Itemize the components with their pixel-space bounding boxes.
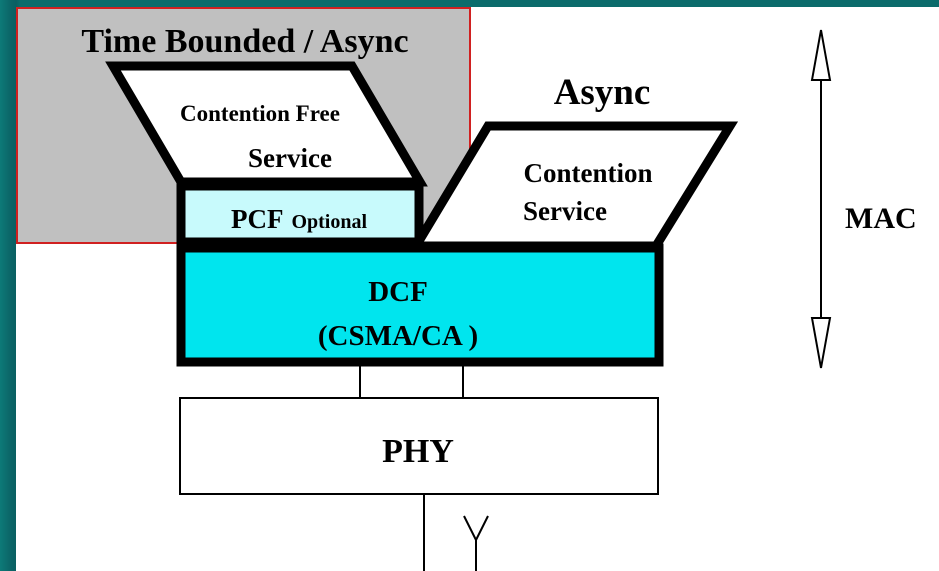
phy-label: PHY: [382, 433, 454, 470]
mac-arrow-up-icon: [810, 29, 832, 81]
contention-free-line2: Service: [248, 143, 332, 173]
dcf-line2: (CSMA/CA ): [318, 320, 478, 352]
pcf-label: PCF Optional: [231, 204, 368, 234]
region-title: Time Bounded / Async: [81, 23, 408, 60]
contention-line1: Contention: [523, 158, 652, 188]
contention-free-line1: Contention Free: [180, 101, 340, 126]
mac-label: MAC: [845, 202, 917, 235]
pcf-box: [176, 181, 424, 247]
antenna-icon: [463, 515, 489, 543]
phy-box: [179, 397, 659, 495]
dcf-box: [176, 243, 664, 367]
pcf-main: PCF: [231, 204, 283, 234]
mac-arrow-down-icon: [810, 317, 832, 369]
dcf-line1: DCF: [368, 276, 428, 308]
contention-line2: Service: [523, 196, 607, 226]
pcf-sub: Optional: [291, 211, 367, 233]
async-title: Async: [554, 72, 651, 113]
